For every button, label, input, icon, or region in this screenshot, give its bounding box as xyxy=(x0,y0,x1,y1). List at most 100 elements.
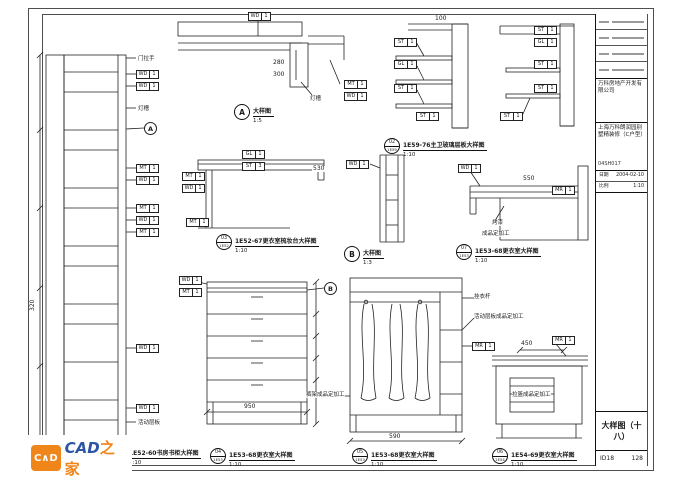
material-code: ST xyxy=(535,85,548,92)
material-code: MR xyxy=(553,187,566,194)
material-code: WD xyxy=(249,13,262,20)
dimension-text: 590 xyxy=(388,433,402,440)
detail-number: 03 xyxy=(217,235,231,243)
brand-cad-text: CAD xyxy=(64,439,100,457)
detail-number: 06 xyxy=(493,449,507,457)
annotation-text: 灯槽 xyxy=(138,106,150,112)
detail-title: 1E53-68更衣室大样图 xyxy=(475,246,542,257)
material-index: 1 xyxy=(195,277,199,283)
material-index: 1 xyxy=(410,85,414,91)
material-index: 1 xyxy=(152,165,156,171)
material-index: 1 xyxy=(550,27,554,33)
annotation-text: 活动层板 xyxy=(138,420,161,426)
material-index: 1 xyxy=(410,61,414,67)
drawing-title: 大样图（十八） xyxy=(596,412,647,451)
material-index: 1 xyxy=(360,81,364,87)
detail-04-drawing xyxy=(189,278,325,428)
material-index: 1 xyxy=(152,345,156,351)
dimension-text: 300 xyxy=(272,71,286,78)
material-index: 1 xyxy=(152,205,156,211)
detail-sheet-ref: 1E53 xyxy=(355,457,365,462)
scale-label: 比例 xyxy=(599,184,609,189)
material-code: GL xyxy=(535,39,548,46)
cadzj-logo-icon: C∧D xyxy=(31,445,61,471)
material-index: 1 xyxy=(362,161,366,167)
detail-bubble: A xyxy=(234,104,250,120)
material-code: MT xyxy=(137,229,150,236)
material-index: 1 xyxy=(152,229,156,235)
material-code: WD xyxy=(137,217,150,224)
date-value: 2004-02-10 xyxy=(616,173,644,178)
material-code: MR xyxy=(473,343,486,350)
dimension-text: 950 xyxy=(243,403,257,410)
material-index: 1 xyxy=(195,289,199,295)
material-index: 1 xyxy=(264,13,268,19)
material-code: WD xyxy=(137,71,150,78)
titleblock-table: 日期 2004-02-10 比例 1:10 xyxy=(596,171,647,193)
material-index: 1 xyxy=(550,39,554,45)
material-index: 1 xyxy=(152,71,156,77)
detail-scale: 1:5 xyxy=(253,118,262,124)
detail-b-drawing xyxy=(369,154,405,243)
detail-title: 1E53-68更衣室大样图 xyxy=(229,450,296,461)
material-index: 1 xyxy=(516,113,520,119)
detail-sheet-ref: 1E53 xyxy=(213,457,223,462)
titleblock-project: 上海万科朗润园别墅精装修（C户型） 04SH017 xyxy=(596,123,647,171)
material-index: 3 xyxy=(258,163,262,169)
detail-title: 1E52-67更衣室梳妆台大样图 xyxy=(235,236,320,247)
titleblock-date-row: 日期 2004-02-10 xyxy=(596,171,647,182)
detail-a-drawing xyxy=(177,21,345,96)
date-label: 日期 xyxy=(599,173,609,178)
material-code: WD xyxy=(137,177,150,184)
material-code: ST xyxy=(535,27,548,34)
titleblock-sheet-number: ID18 128 xyxy=(596,451,647,466)
dimension-text: 100 xyxy=(434,15,448,22)
annotation-text: 挂衣杆 xyxy=(474,294,491,300)
material-code: ST xyxy=(395,85,408,92)
callout-bubble: A xyxy=(144,122,157,135)
detail-title: 1E52-60书房书柜大样图 xyxy=(129,448,202,459)
annotation-text: 拉篮成品定加工 xyxy=(512,392,551,398)
material-code: WD xyxy=(137,405,150,412)
material-code: GL xyxy=(243,151,256,158)
material-code: WD xyxy=(183,185,196,192)
material-code: ST xyxy=(395,39,408,46)
material-index: 1 xyxy=(152,405,156,411)
detail-scale: 1:10 xyxy=(511,462,524,468)
material-index: 1 xyxy=(550,61,554,67)
dimension-text: 280 xyxy=(272,59,286,66)
detail-scale: 1:10 xyxy=(129,460,142,466)
material-index: 1 xyxy=(258,151,262,157)
signoff-row xyxy=(596,62,647,78)
material-code: MT xyxy=(137,205,150,212)
sheet-page: 128 xyxy=(631,455,643,462)
